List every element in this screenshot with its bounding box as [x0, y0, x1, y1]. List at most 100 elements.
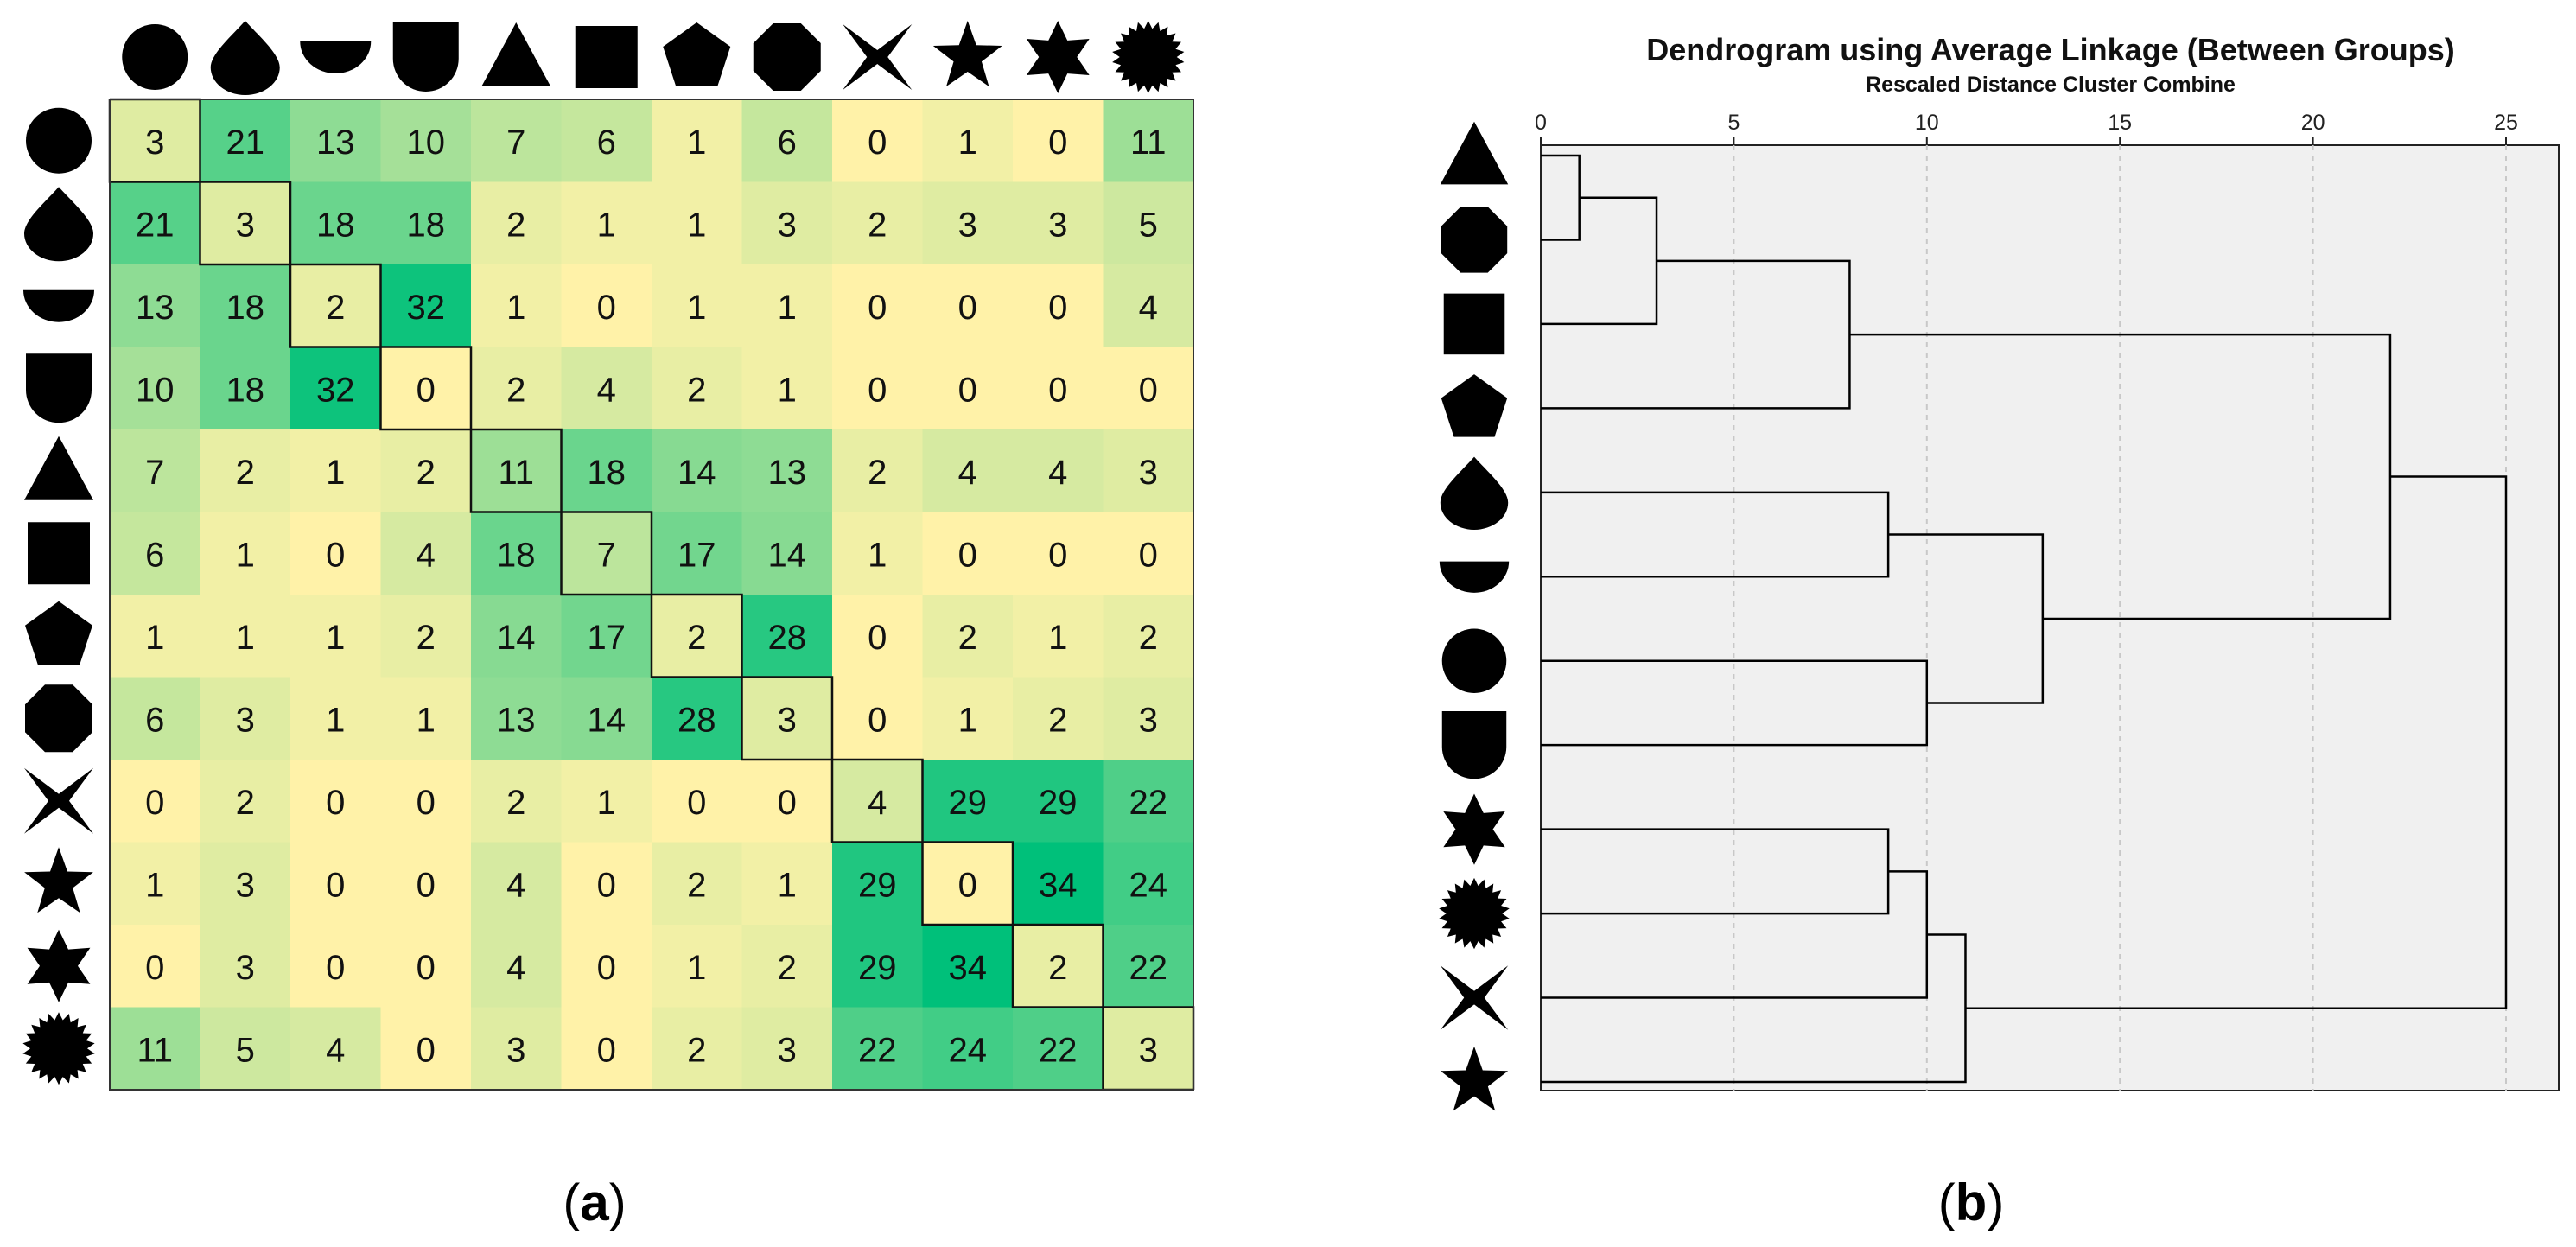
heatmap-cell-value: 2 [417, 619, 436, 657]
heatmap-cell-value: 2 [417, 454, 436, 492]
heatmap-cell-value: 22 [1039, 1031, 1078, 1069]
heatmap-cell [110, 760, 201, 843]
heatmap-cell [741, 512, 833, 595]
heatmap-cell-value: 13 [136, 289, 175, 327]
heatmap-cell-value: 0 [326, 536, 345, 574]
heatmap-cell [1013, 842, 1104, 926]
heatmap-cell-value: 2 [868, 454, 887, 492]
heatmap-cell [110, 264, 201, 348]
heatmap-cell [200, 842, 291, 926]
heatmap-cell-value: 1 [236, 536, 255, 574]
heatmap-cell-value: 2 [1048, 701, 1067, 739]
heatmap-cell-value: 1 [236, 619, 255, 657]
heatmap-cell [832, 512, 924, 595]
heatmap-cell-value: 2 [236, 454, 255, 492]
heatmap-cell-value: 6 [145, 536, 164, 574]
heatmap-cell [652, 512, 743, 595]
heatmap-cell-value: 4 [868, 784, 887, 822]
heatmap-cell-value: 5 [236, 1031, 255, 1069]
heatmap-cell-value: 4 [506, 866, 525, 904]
pentagon-icon [25, 601, 92, 665]
heatmap-cell-value: 0 [326, 866, 345, 904]
dendrogram-panel: Dendrogram using Average Linkage (Betwee… [1439, 32, 2560, 1111]
heatmap-cell-value: 0 [417, 784, 436, 822]
heatmap-cell-value: 28 [677, 701, 716, 739]
sunburst-icon [22, 1012, 95, 1085]
heatmap-cell [832, 99, 924, 183]
heatmap-cell [1103, 595, 1194, 678]
heatmap-cell-value: 0 [326, 784, 345, 822]
heatmap-cell [1013, 925, 1104, 1008]
heatmap-cell-value: 3 [1139, 701, 1158, 739]
heatmap-cell [832, 264, 924, 348]
heatmap-cell [110, 595, 201, 678]
u-shape-icon [392, 22, 459, 92]
heatmap-cell-value: 3 [1139, 454, 1158, 492]
heatmap-cell-value: 3 [778, 701, 797, 739]
heatmap-cell-value: 0 [417, 371, 436, 409]
heatmap-cell [652, 1007, 743, 1091]
heatmap-cell [1103, 925, 1194, 1008]
heatmap-cell-value: 18 [226, 289, 265, 327]
heatmap-cell-value: 2 [868, 206, 887, 244]
heatmap-cell [380, 429, 472, 513]
heatmap-cell [832, 181, 924, 265]
heatmap-cell [1013, 264, 1104, 348]
heatmap-cell-value: 1 [326, 619, 345, 657]
heatmap-cell [1103, 429, 1194, 513]
heatmap-cell-value: 0 [868, 124, 887, 162]
heatmap-cell [652, 99, 743, 183]
x-cross-icon [1440, 965, 1509, 1030]
heatmap-cell [561, 429, 652, 513]
circle-icon [122, 24, 188, 90]
heatmap-cell [380, 181, 472, 265]
heatmap-cell [922, 925, 1014, 1008]
heatmap-cell-value: 28 [768, 619, 807, 657]
heatmap-cell [561, 264, 652, 348]
heatmap-cell [471, 595, 563, 678]
heatmap-cell [471, 264, 563, 348]
heatmap-cell-value: 4 [958, 454, 977, 492]
heatmap-cell [290, 429, 382, 513]
heatmap-cell [1103, 347, 1194, 430]
heatmap-cell-value: 10 [407, 124, 446, 162]
heatmap-cell-value: 2 [506, 371, 525, 409]
heatmap-cell-value: 29 [858, 949, 897, 987]
heatmap-cell-value: 14 [497, 619, 536, 657]
heatmap-cell-value: 0 [868, 701, 887, 739]
triangle-icon [1440, 121, 1509, 185]
heatmap-cell [652, 347, 743, 430]
sunburst-icon [1112, 21, 1185, 93]
heatmap-cell [922, 595, 1014, 678]
heatmap-cell-value: 0 [597, 289, 616, 327]
circle-icon [1441, 628, 1507, 693]
heatmap-cell-value: 29 [949, 784, 988, 822]
heatmap-cell [110, 1007, 201, 1091]
heatmap-cell-value: 0 [326, 949, 345, 987]
heatmap-cell [200, 512, 291, 595]
heatmap-cell [200, 347, 291, 430]
heatmap-cell [380, 842, 472, 926]
heatmap-cell-value: 13 [768, 454, 807, 492]
heatmap-cell [1013, 512, 1104, 595]
octagon-icon [25, 684, 92, 753]
heatmap-cell [741, 347, 833, 430]
heatmap-cell [110, 99, 201, 183]
heatmap-cell [471, 760, 563, 843]
dendrogram-subtitle: Rescaled Distance Cluster Combine [1866, 73, 2236, 97]
heatmap-cell [741, 1007, 833, 1091]
heatmap-cell [652, 677, 743, 760]
heatmap-cell-value: 3 [506, 1031, 525, 1069]
heatmap-cell [380, 677, 472, 760]
heatmap-cell [471, 842, 563, 926]
heatmap-cell-value: 14 [768, 536, 807, 574]
heatmap-cell [380, 512, 472, 595]
heatmap-cell-value: 14 [677, 454, 716, 492]
heatmap-cell [922, 181, 1014, 265]
heatmap-cell-value: 1 [145, 866, 164, 904]
heatmap-cell [110, 677, 201, 760]
heatmap-cell [832, 1007, 924, 1091]
u-shape-icon [26, 353, 92, 423]
heatmap-cell-value: 2 [687, 619, 706, 657]
heatmap-cell-value: 1 [326, 701, 345, 739]
